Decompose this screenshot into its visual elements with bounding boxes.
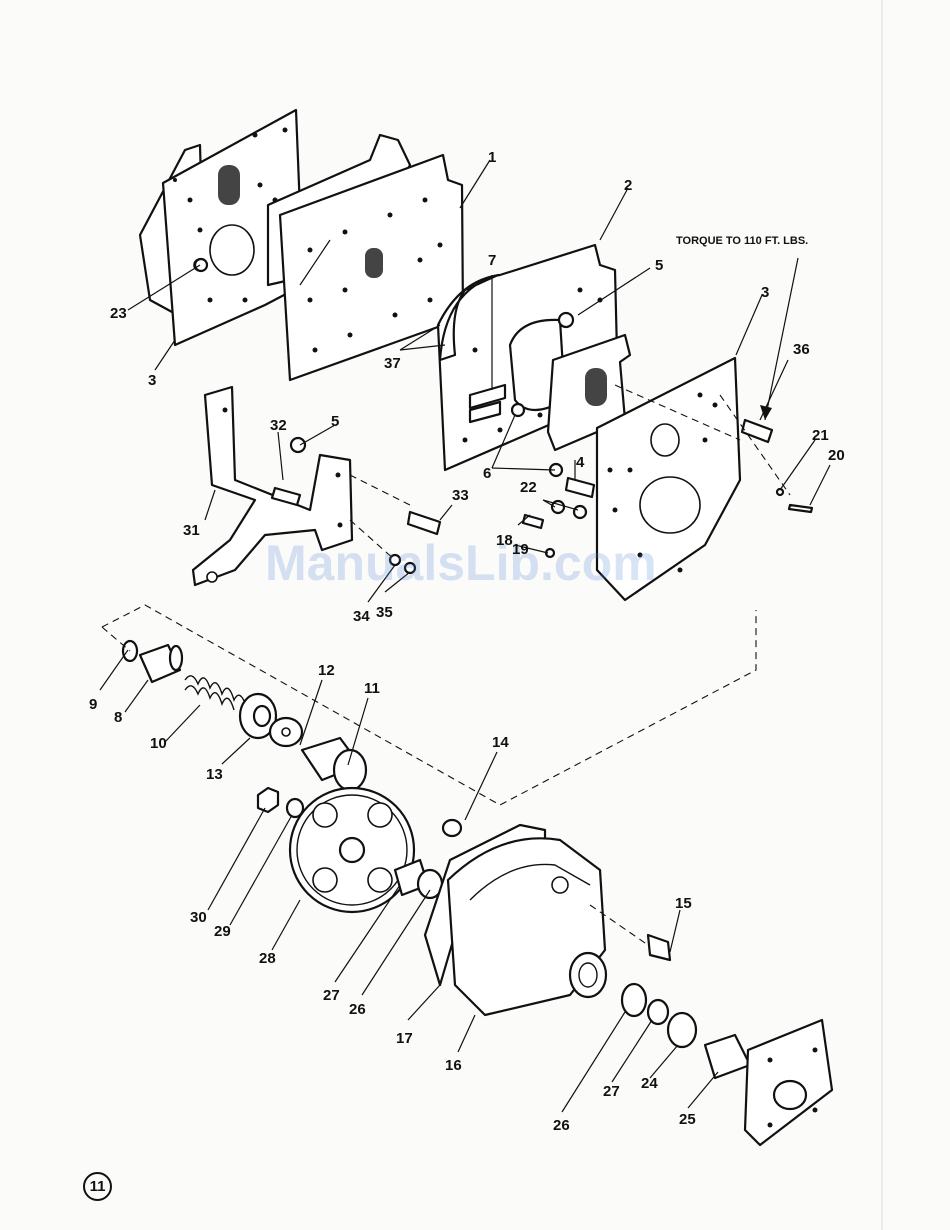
watermark: ManualsLib.com (265, 535, 657, 591)
torque-arrowhead (760, 405, 772, 420)
callout-26: 26 (349, 1001, 366, 1018)
callout-22: 22 (520, 479, 537, 496)
callout-35: 35 (376, 604, 393, 621)
callout-26: 26 (553, 1117, 570, 1134)
callout-17: 17 (396, 1030, 413, 1047)
callout-12: 12 (318, 662, 335, 679)
clutch-shaft-assembly (123, 641, 302, 746)
callout-34: 34 (353, 608, 370, 625)
callout-11: 11 (364, 680, 380, 697)
callout-21: 21 (812, 427, 829, 444)
callout-19: 19 (512, 541, 529, 558)
callout-24: 24 (641, 1075, 658, 1092)
callout-2: 2 (624, 177, 632, 194)
callout-20: 20 (828, 447, 845, 464)
callout-27: 27 (603, 1083, 620, 1100)
callout-1: 1 (488, 149, 496, 166)
callout-33: 33 (452, 487, 469, 504)
callout-3: 3 (761, 284, 769, 301)
callout-4: 4 (576, 454, 585, 471)
gear-case-cover (425, 825, 606, 1015)
callout-29: 29 (214, 923, 231, 940)
callout-31: 31 (183, 522, 200, 539)
callout-6: 6 (483, 465, 491, 482)
callout-25: 25 (679, 1111, 696, 1128)
callout-13: 13 (206, 766, 223, 783)
callout-32: 32 (270, 417, 287, 434)
torque-note: TORQUE TO 110 FT. LBS. (676, 235, 808, 247)
callout-8: 8 (114, 709, 122, 726)
callout-3: 3 (148, 372, 156, 389)
callout-14: 14 (492, 734, 509, 751)
callout-15: 15 (675, 895, 692, 912)
callout-16: 16 (445, 1057, 462, 1074)
gear-assembly (290, 738, 442, 912)
page-number-badge: 11 (83, 1172, 112, 1201)
callout-7: 7 (488, 252, 496, 269)
callout-18: 18 (496, 532, 513, 549)
callout-10: 10 (150, 735, 167, 752)
callout-23: 23 (110, 305, 127, 322)
callout-30: 30 (190, 909, 207, 926)
callout-28: 28 (259, 950, 276, 967)
callout-36: 36 (793, 341, 810, 358)
callout-9: 9 (89, 696, 97, 713)
callout-37: 37 (384, 355, 401, 372)
output-shaft-assembly (622, 935, 832, 1145)
callout-27: 27 (323, 987, 340, 1004)
callout-5: 5 (331, 413, 339, 430)
callout-5: 5 (655, 257, 663, 274)
